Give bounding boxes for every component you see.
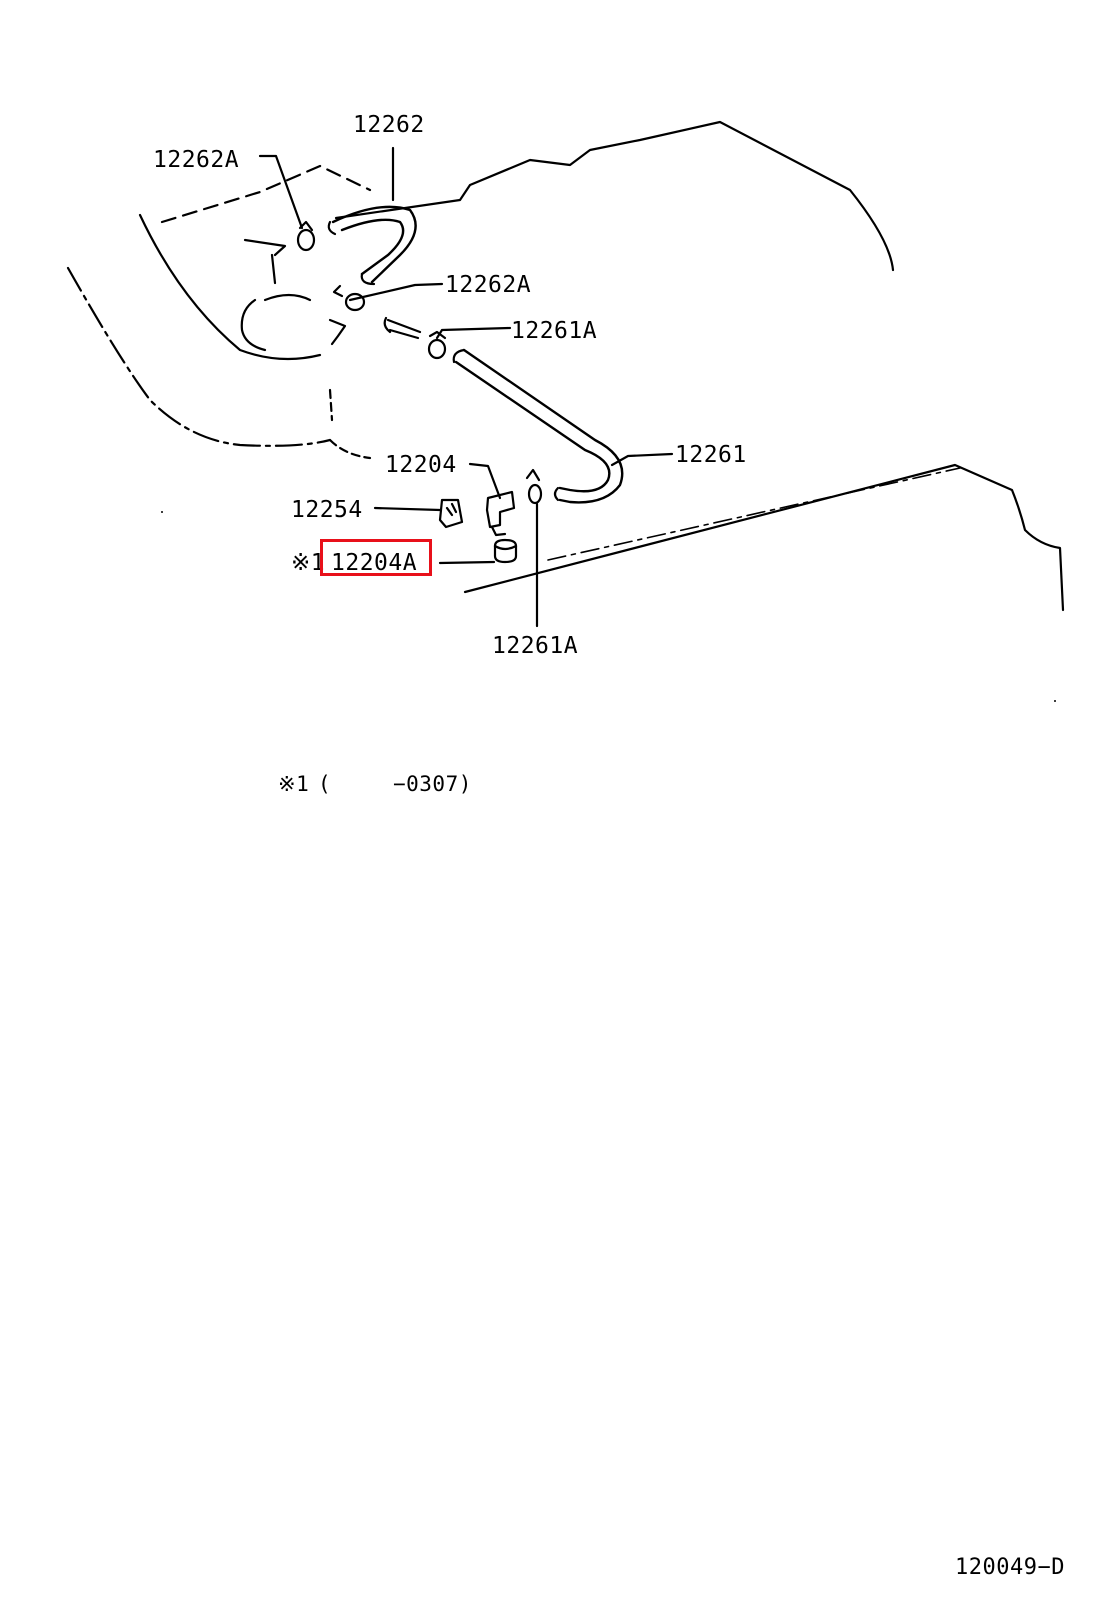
upper-hose-end-2 (360, 272, 376, 286)
footnote-mark: ※1 (278, 772, 310, 796)
left-body-outline (138, 213, 322, 361)
label-12254[interactable]: 12254 (291, 497, 363, 523)
leader-12204A (438, 560, 496, 565)
label-12262A-left[interactable]: 12262A (153, 147, 240, 173)
pcv-cap (438, 498, 464, 529)
pipe-stub (383, 316, 422, 340)
left-pipe (240, 298, 267, 352)
label-12262[interactable]: 12262 (353, 112, 425, 138)
label-12204[interactable]: 12204 (385, 452, 457, 478)
lower-hose (454, 348, 624, 504)
engine-outline-dashed (160, 164, 372, 224)
selected-part-highlight (320, 539, 432, 576)
vertical-link (328, 388, 372, 460)
leader-12261A-upper (435, 326, 512, 340)
left-bracket (243, 238, 287, 285)
engine-outline-top (334, 120, 895, 272)
label-grommet-prefix: ※1 (291, 550, 326, 576)
footnote-open-paren: ( (318, 772, 332, 796)
clamp-lower (527, 483, 543, 505)
upper-hose-end (327, 220, 337, 236)
label-12261[interactable]: 12261 (675, 442, 747, 468)
clamp-upper-right (344, 292, 366, 312)
label-12261A-lower[interactable]: 12261A (492, 633, 579, 659)
pcv-valve (485, 490, 516, 529)
footnote-range: −0307) (393, 772, 472, 796)
label-12261A-upper[interactable]: 12261A (511, 318, 598, 344)
leader-12254 (373, 506, 442, 512)
leader-12262A-right (348, 282, 444, 302)
left-clip (328, 318, 347, 346)
leader-12261 (610, 452, 674, 467)
upper-hose (331, 205, 417, 284)
label-12262A-right[interactable]: 12262A (445, 272, 532, 298)
leader-12204 (468, 462, 502, 500)
figure-code: 120049−D (955, 1555, 1065, 1580)
lower-block-line (463, 463, 1065, 612)
left-body-curve (66, 266, 332, 447)
clamp-right (427, 338, 447, 360)
left-pipe-2 (263, 293, 312, 302)
lower-block-dash (547, 467, 961, 561)
grommet (493, 538, 518, 564)
label-12204A[interactable]: 12204A (331, 550, 418, 576)
clamp-upper-left (296, 228, 316, 252)
leader-12262A-left (258, 154, 304, 230)
